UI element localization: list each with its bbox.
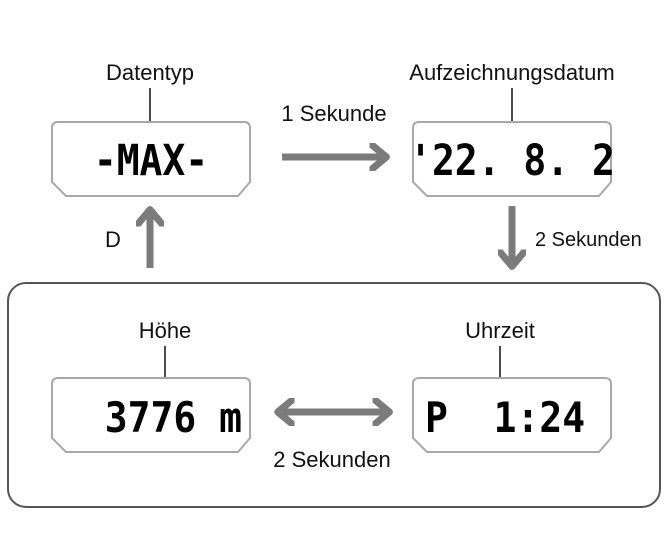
time-label: Uhrzeit	[465, 318, 535, 343]
altitude-display	[51, 377, 251, 453]
record-date-display	[412, 121, 612, 197]
time-value: P 1:24	[425, 394, 585, 442]
data-type-display	[51, 121, 251, 197]
transition-2-seconds-down: 2 Sekunden	[535, 229, 642, 251]
data-type-label: Datentyp	[106, 60, 194, 85]
transition-2-seconds-loop: 2 Sekunden	[273, 447, 390, 472]
record-date-value: '22. 8. 2	[409, 136, 615, 186]
record-date-label: Aufzeichnungsdatum	[409, 60, 614, 85]
data-type-value: -MAX-	[94, 136, 208, 186]
transition-d-button: D	[105, 227, 121, 252]
altitude-label: Höhe	[139, 318, 192, 343]
time-display	[412, 377, 612, 453]
loop-frame	[7, 282, 661, 508]
transition-1-second: 1 Sekunde	[281, 101, 386, 126]
altitude-value: 3776 m	[105, 394, 242, 442]
